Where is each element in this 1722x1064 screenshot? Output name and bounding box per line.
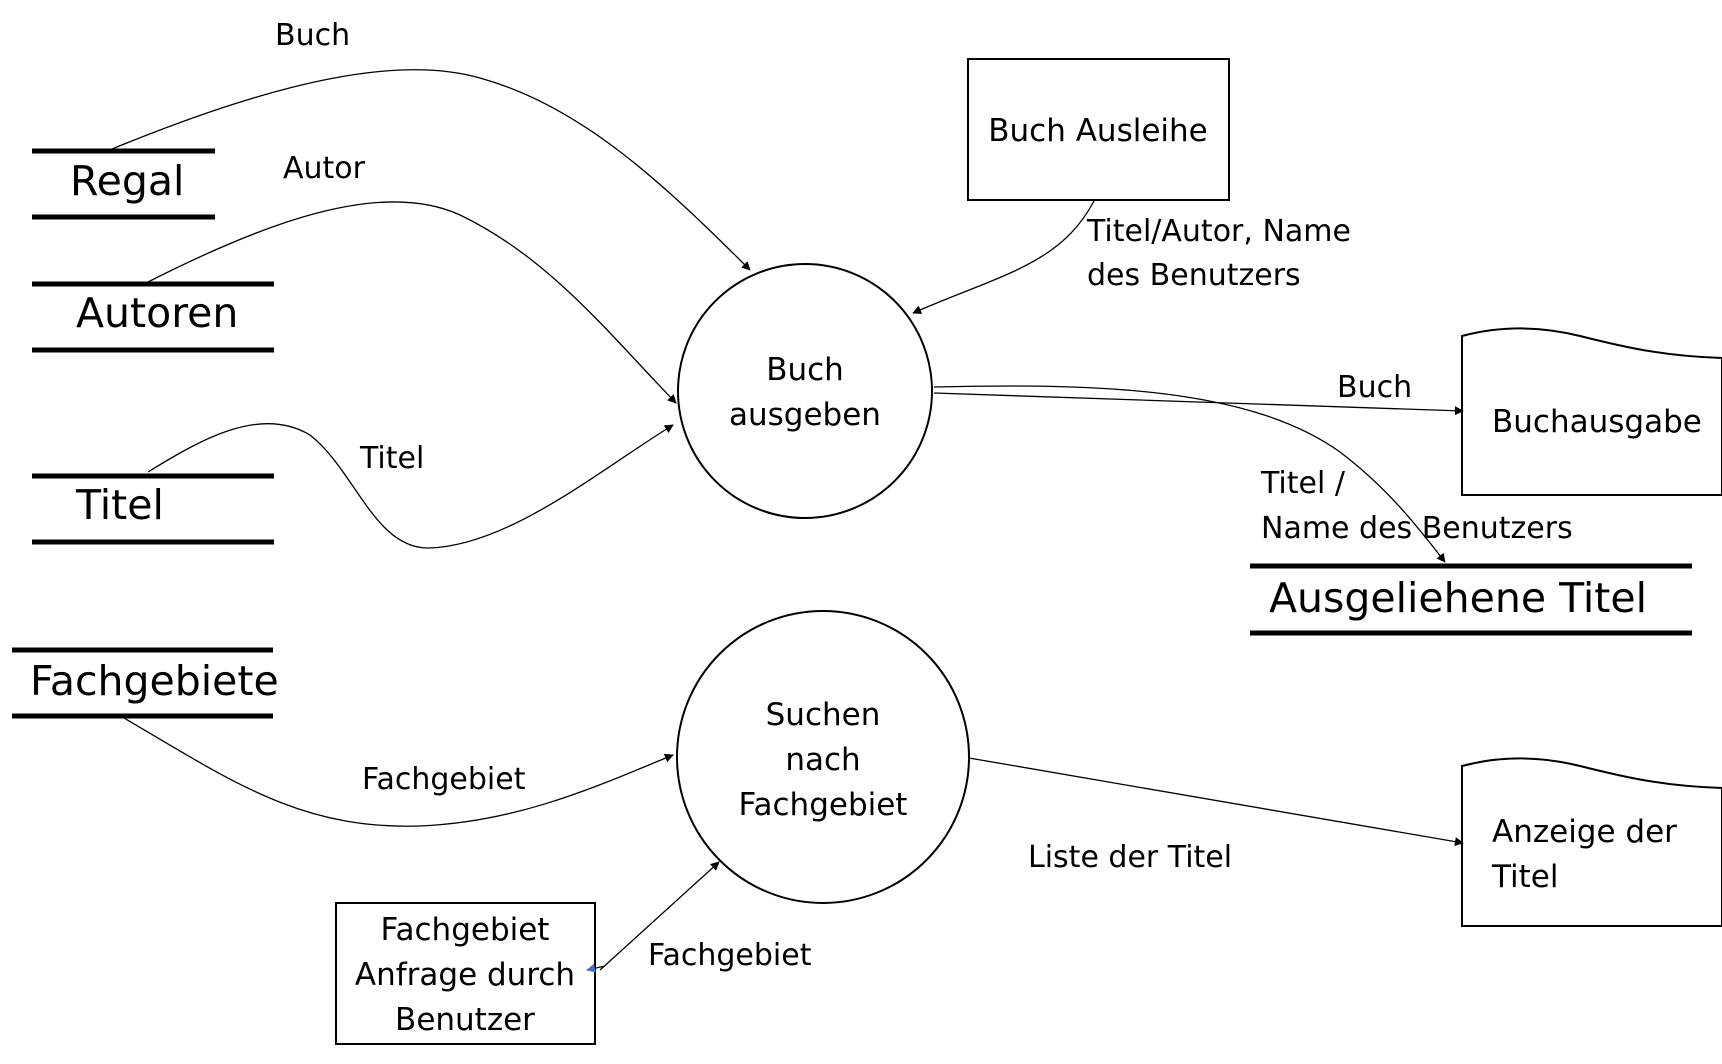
data-store-label: Autoren [76,289,238,337]
entity-label-line: Fachgebiet [381,912,550,948]
document-anzeige-der-titel: Anzeige der Titel [1461,757,1722,927]
flow-label: Autor [283,151,366,186]
flow-label: Buch [1337,370,1412,405]
flow-liste-der-titel: Liste der Titel [968,757,1464,875]
data-store-autoren: Autoren [32,281,274,353]
entity-label: Buch Ausleihe [988,113,1207,149]
entity-label-line: Benutzer [395,1002,535,1038]
flow-label-line: des Benutzers [1087,258,1301,293]
data-store-titel: Titel [32,473,274,545]
data-store-label: Regal [70,157,184,205]
flow-fachgebiet-anfrage: Fachgebiet [586,861,812,973]
entity-buch-ausleihe: Buch Ausleihe [967,58,1230,201]
flow-buch-from-regal: Buch [111,18,751,271]
flow-label-line: Name des Benutzers [1261,511,1573,546]
document-buchausgabe: Buchausgabe [1461,327,1722,496]
flow-label-line: Titel / [1260,466,1346,501]
document-label: Buchausgabe [1492,404,1702,440]
process-label-line: nach [785,742,860,778]
process-label-line: ausgeben [729,397,881,433]
flow-label: Liste der Titel [1028,840,1232,875]
data-store-fachgebiete: Fachgebiete [12,647,279,719]
data-store-label: Titel [75,481,164,529]
process-label-line: Suchen [766,697,881,733]
flow-autor: Autor [145,151,677,404]
flow-label: Titel [359,441,424,476]
flow-buch-to-buchausgabe: Buch [933,370,1464,416]
document-label-line: Anzeige der [1492,814,1677,850]
flow-label-line: Titel/Autor, Name [1086,214,1351,249]
document-label-line: Titel [1491,859,1558,895]
process-buch-ausgeben: Buch ausgeben [677,263,933,519]
data-store-regal: Regal [32,148,215,220]
data-store-label: Ausgeliehene Titel [1269,574,1647,622]
process-suchen-nach-fachgebiet: Suchen nach Fachgebiet [676,610,970,904]
flow-label: Fachgebiet [362,762,526,797]
data-store-ausgeliehene-titel: Ausgeliehene Titel [1250,563,1692,636]
flow-titel-autor-name: Titel/Autor, Name des Benutzers [912,200,1351,314]
entity-label-line: Anfrage durch [355,957,575,993]
flow-label: Buch [275,18,350,53]
process-label-line: Fachgebiet [739,787,908,823]
data-store-label: Fachgebiete [30,657,279,705]
flow-titel: Titel [147,422,674,549]
process-label-line: Buch [766,352,844,388]
flow-fachgebiet-from-store: Fachgebiet [123,717,674,827]
flow-titel-name-des-benutzers: Titel / Name des Benutzers [933,385,1573,563]
entity-fachgebiet-anfrage: Fachgebiet Anfrage durch Benutzer [335,902,596,1045]
flow-label: Fachgebiet [648,938,812,973]
